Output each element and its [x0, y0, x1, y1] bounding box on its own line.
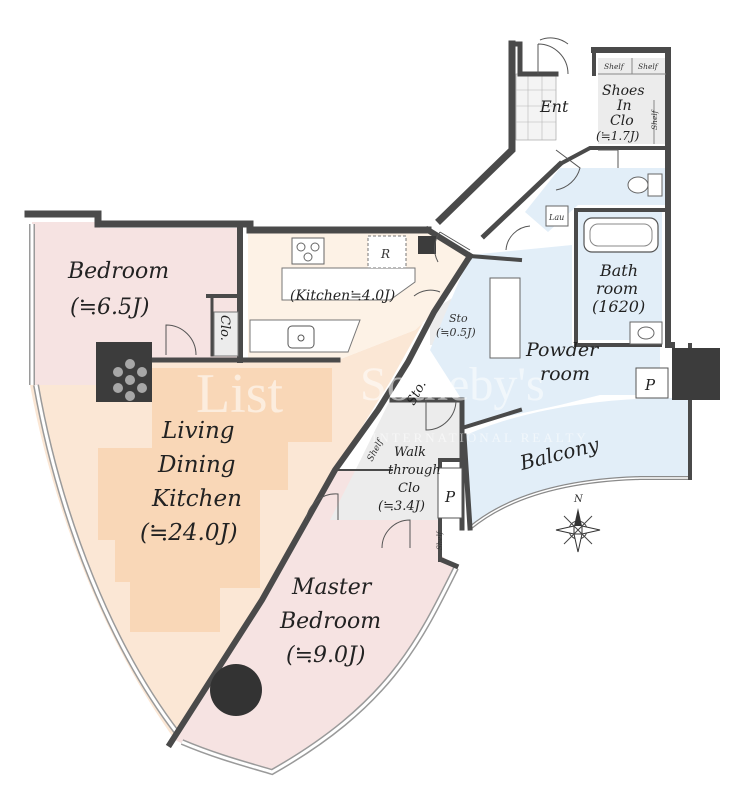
pipe-shaft-1 [437, 467, 463, 519]
walk-closet-label-2: through [388, 463, 441, 478]
ldk-area: (≒24.0J) [140, 520, 238, 546]
watermark-tagline: INTERNATIONAL REALTY [372, 430, 589, 445]
master-bedroom-label-1: Master [291, 575, 373, 600]
storage-area: (≒0.5J) [436, 326, 476, 339]
shoes-shelf-label-1: Shelf [604, 62, 625, 71]
bathroom-label-2: room [596, 279, 638, 298]
shoes-shelves [598, 58, 666, 144]
shoes-closet-area: (≒1.7J) [596, 129, 640, 143]
powder-room-label-2: room [540, 363, 590, 385]
watermark-left: List [196, 363, 284, 425]
watermark: List Sotheby's INTERNATIONAL REALTY [113, 358, 589, 445]
shoes-closet-label-1: Shoes [602, 83, 645, 99]
entrance-tiles [515, 73, 557, 141]
stove-icon [291, 237, 325, 265]
entrance-label: Ent [539, 97, 569, 116]
watermark-logo-icon [113, 359, 147, 401]
bathroom-area: (1620) [592, 297, 645, 316]
pipe-shaft-label-2: P [644, 376, 656, 394]
compass-north-label: N [573, 494, 584, 505]
walk-closet-label-1: Walk [394, 445, 426, 460]
bedroom-area: (≒6.5J) [70, 295, 149, 320]
fridge-icon [367, 235, 407, 269]
laundry-label: Lau [548, 213, 564, 222]
pipe-shaft-label-1: P [444, 488, 456, 506]
master-shelf-label: Shelf [436, 530, 444, 550]
bathtub-icon [583, 217, 659, 253]
ldk-label-1: Living [161, 418, 235, 444]
bedroom-floor [30, 222, 240, 385]
doors [165, 37, 619, 549]
balcony-floor [464, 398, 690, 528]
master-bedroom-label-2: Bedroom [279, 609, 381, 634]
watermark-right: Sotheby's [360, 358, 545, 411]
laundry-box [545, 205, 569, 227]
shoes-shelf-label-3: Shelf [650, 109, 659, 130]
column-kitchen [418, 236, 436, 254]
column-round [210, 664, 262, 716]
walk-closet-area: (≒3.4J) [378, 499, 425, 514]
bedroom-closet [213, 311, 239, 357]
column-right [672, 348, 720, 400]
master-bedroom-area: (≒9.0J) [286, 643, 365, 668]
sink-icon [287, 325, 315, 349]
shoes-closet-label-3: Clo [610, 113, 634, 129]
kitchen-label: (Kitchen≒4.0J) [290, 288, 395, 304]
storage-label: Sto [449, 312, 468, 325]
powder-room-label-1: Powder [525, 339, 600, 361]
fridge-label: R [380, 247, 390, 261]
vanity-icon [489, 277, 663, 359]
ldk-carpet [98, 368, 332, 632]
bedroom-label: Bedroom [67, 259, 169, 284]
toilet-icon [627, 173, 663, 197]
ldk-label-3: Kitchen [151, 486, 242, 512]
compass-icon [555, 508, 601, 553]
powder-room-floor [430, 245, 660, 430]
closet-label: Clo. [217, 315, 232, 341]
bathroom-label-1: Bath [599, 261, 638, 280]
ldk-label-2: Dining [157, 452, 236, 478]
shoes-closet-label-2: In [616, 98, 632, 114]
pipe-shaft-2 [635, 367, 669, 399]
walk-closet-label-3: Clo [398, 481, 420, 496]
entrance-tile-grid [516, 74, 556, 140]
shoes-shelf-label-2: Shelf [638, 62, 659, 71]
